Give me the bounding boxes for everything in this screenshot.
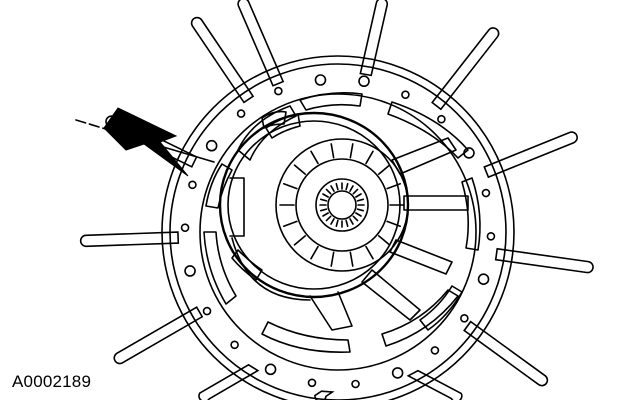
gear-tooth bbox=[386, 220, 402, 228]
bolt-hole bbox=[274, 86, 283, 96]
gear-tooth bbox=[310, 245, 319, 260]
bolt-hole bbox=[391, 367, 404, 379]
bolt-hole bbox=[230, 340, 239, 350]
bolt-hole bbox=[477, 273, 490, 285]
gear-tooth bbox=[293, 164, 307, 175]
gear-tooth bbox=[386, 182, 402, 190]
outer-pump-body bbox=[161, 55, 515, 400]
bolt-hole bbox=[460, 313, 469, 323]
gear-tooth bbox=[330, 143, 335, 159]
spline-tooth bbox=[345, 219, 349, 228]
bolt-hole bbox=[430, 346, 440, 355]
gear-teeth bbox=[279, 143, 405, 267]
spline-tooth bbox=[349, 218, 354, 225]
bolt-hole bbox=[264, 363, 277, 376]
spline-tooth bbox=[330, 185, 335, 192]
fixture-spoke bbox=[198, 363, 260, 400]
spline-tooth bbox=[325, 215, 332, 222]
bolt-holes bbox=[180, 74, 496, 389]
bolt-hole bbox=[205, 139, 218, 152]
fixture-spoke bbox=[359, 0, 388, 77]
fixture-spoke bbox=[483, 131, 578, 179]
spline-tooth bbox=[325, 188, 332, 195]
spline-tooth bbox=[335, 219, 339, 228]
gear-tooth bbox=[282, 220, 298, 228]
spline-tooth bbox=[352, 188, 359, 195]
spline-tooth bbox=[356, 208, 365, 212]
spline-tooth bbox=[322, 212, 329, 217]
gear-tooth bbox=[349, 251, 354, 267]
gear-tooth bbox=[349, 143, 354, 159]
fixture-spoke bbox=[79, 231, 180, 248]
bolt-hole bbox=[307, 378, 317, 388]
fixture-spoke bbox=[494, 247, 594, 274]
gear-tooth bbox=[377, 164, 391, 175]
gear-tooth bbox=[330, 251, 335, 267]
gear-set bbox=[275, 138, 409, 272]
spline-tooth bbox=[345, 182, 349, 191]
spline-tooth bbox=[330, 218, 335, 225]
pointer-arrow bbox=[75, 107, 215, 177]
bolt-hole bbox=[463, 147, 475, 159]
spline-tooth bbox=[322, 193, 329, 198]
bolt-hole bbox=[202, 306, 212, 316]
spline-tooth bbox=[352, 215, 359, 222]
spline-tooth bbox=[319, 198, 328, 202]
spline-tooth bbox=[349, 185, 354, 192]
fixture-spoke bbox=[113, 306, 204, 365]
bolt-hole bbox=[481, 188, 491, 198]
spline-tooth bbox=[335, 182, 339, 191]
input-shaft-splines bbox=[319, 182, 365, 228]
fixture-spoke bbox=[463, 320, 549, 387]
gear-tooth bbox=[377, 235, 391, 246]
gear-tooth bbox=[293, 235, 307, 246]
bolt-hole bbox=[188, 180, 197, 190]
fixture-spoke bbox=[237, 0, 285, 87]
spline-tooth bbox=[319, 208, 328, 212]
stator-support bbox=[218, 111, 469, 331]
bolt-hole bbox=[236, 109, 246, 118]
spline-tooth bbox=[356, 198, 365, 202]
fixture-spoke bbox=[431, 27, 500, 111]
bolt-hole bbox=[184, 265, 196, 277]
bolt-hole bbox=[180, 223, 190, 233]
fluid-passages bbox=[203, 92, 481, 353]
gear-tooth bbox=[365, 245, 374, 260]
bolt-hole bbox=[358, 75, 370, 88]
fixture-spoke bbox=[406, 369, 463, 400]
bolt-hole bbox=[437, 114, 446, 124]
bolt-hole bbox=[401, 90, 410, 99]
bolt-hole bbox=[486, 231, 496, 241]
spline-tooth bbox=[355, 193, 362, 198]
fixture-spoke bbox=[190, 16, 255, 104]
gear-tooth bbox=[310, 150, 319, 165]
bolt-hole bbox=[351, 379, 360, 389]
gear-tooth bbox=[282, 182, 298, 190]
bolt-hole bbox=[314, 74, 327, 86]
gear-tooth bbox=[365, 150, 374, 165]
spline-tooth bbox=[355, 212, 362, 217]
fixture-spoke bbox=[314, 390, 335, 400]
figure-id-label: A0002189 bbox=[12, 372, 92, 391]
